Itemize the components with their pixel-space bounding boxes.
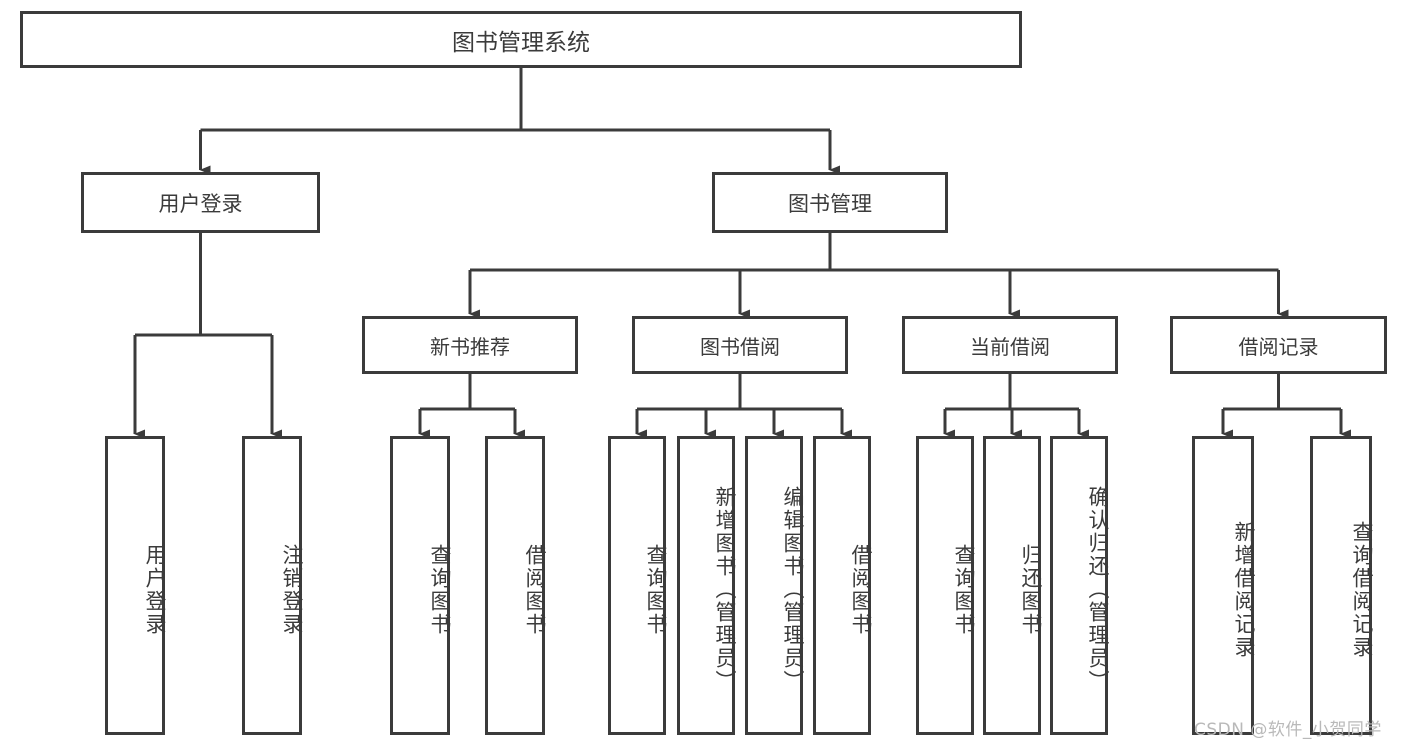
box-level1-0[interactable] [81, 172, 320, 233]
box-leaf-11[interactable] [1192, 436, 1254, 735]
box-level2-3[interactable] [1170, 316, 1387, 374]
box-level2-2[interactable] [902, 316, 1118, 374]
box-leaf-10[interactable] [1050, 436, 1108, 735]
box-root[interactable] [20, 11, 1022, 68]
box-leaf-5[interactable] [677, 436, 735, 735]
box-level2-0[interactable] [362, 316, 578, 374]
box-leaf-7[interactable] [813, 436, 871, 735]
boxes-layer [20, 11, 1387, 735]
box-leaf-4[interactable] [608, 436, 666, 735]
box-level1-1[interactable] [712, 172, 948, 233]
connectors-layer [133, 68, 1351, 439]
box-leaf-8[interactable] [916, 436, 974, 735]
box-leaf-1[interactable] [242, 436, 302, 735]
box-leaf-9[interactable] [983, 436, 1041, 735]
box-leaf-6[interactable] [745, 436, 803, 735]
box-leaf-2[interactable] [390, 436, 450, 735]
box-leaf-12[interactable] [1310, 436, 1372, 735]
box-leaf-0[interactable] [105, 436, 165, 735]
box-level2-1[interactable] [632, 316, 848, 374]
box-leaf-3[interactable] [485, 436, 545, 735]
watermark-csdn: CSDN @软件_小贺同学 [1194, 720, 1382, 740]
